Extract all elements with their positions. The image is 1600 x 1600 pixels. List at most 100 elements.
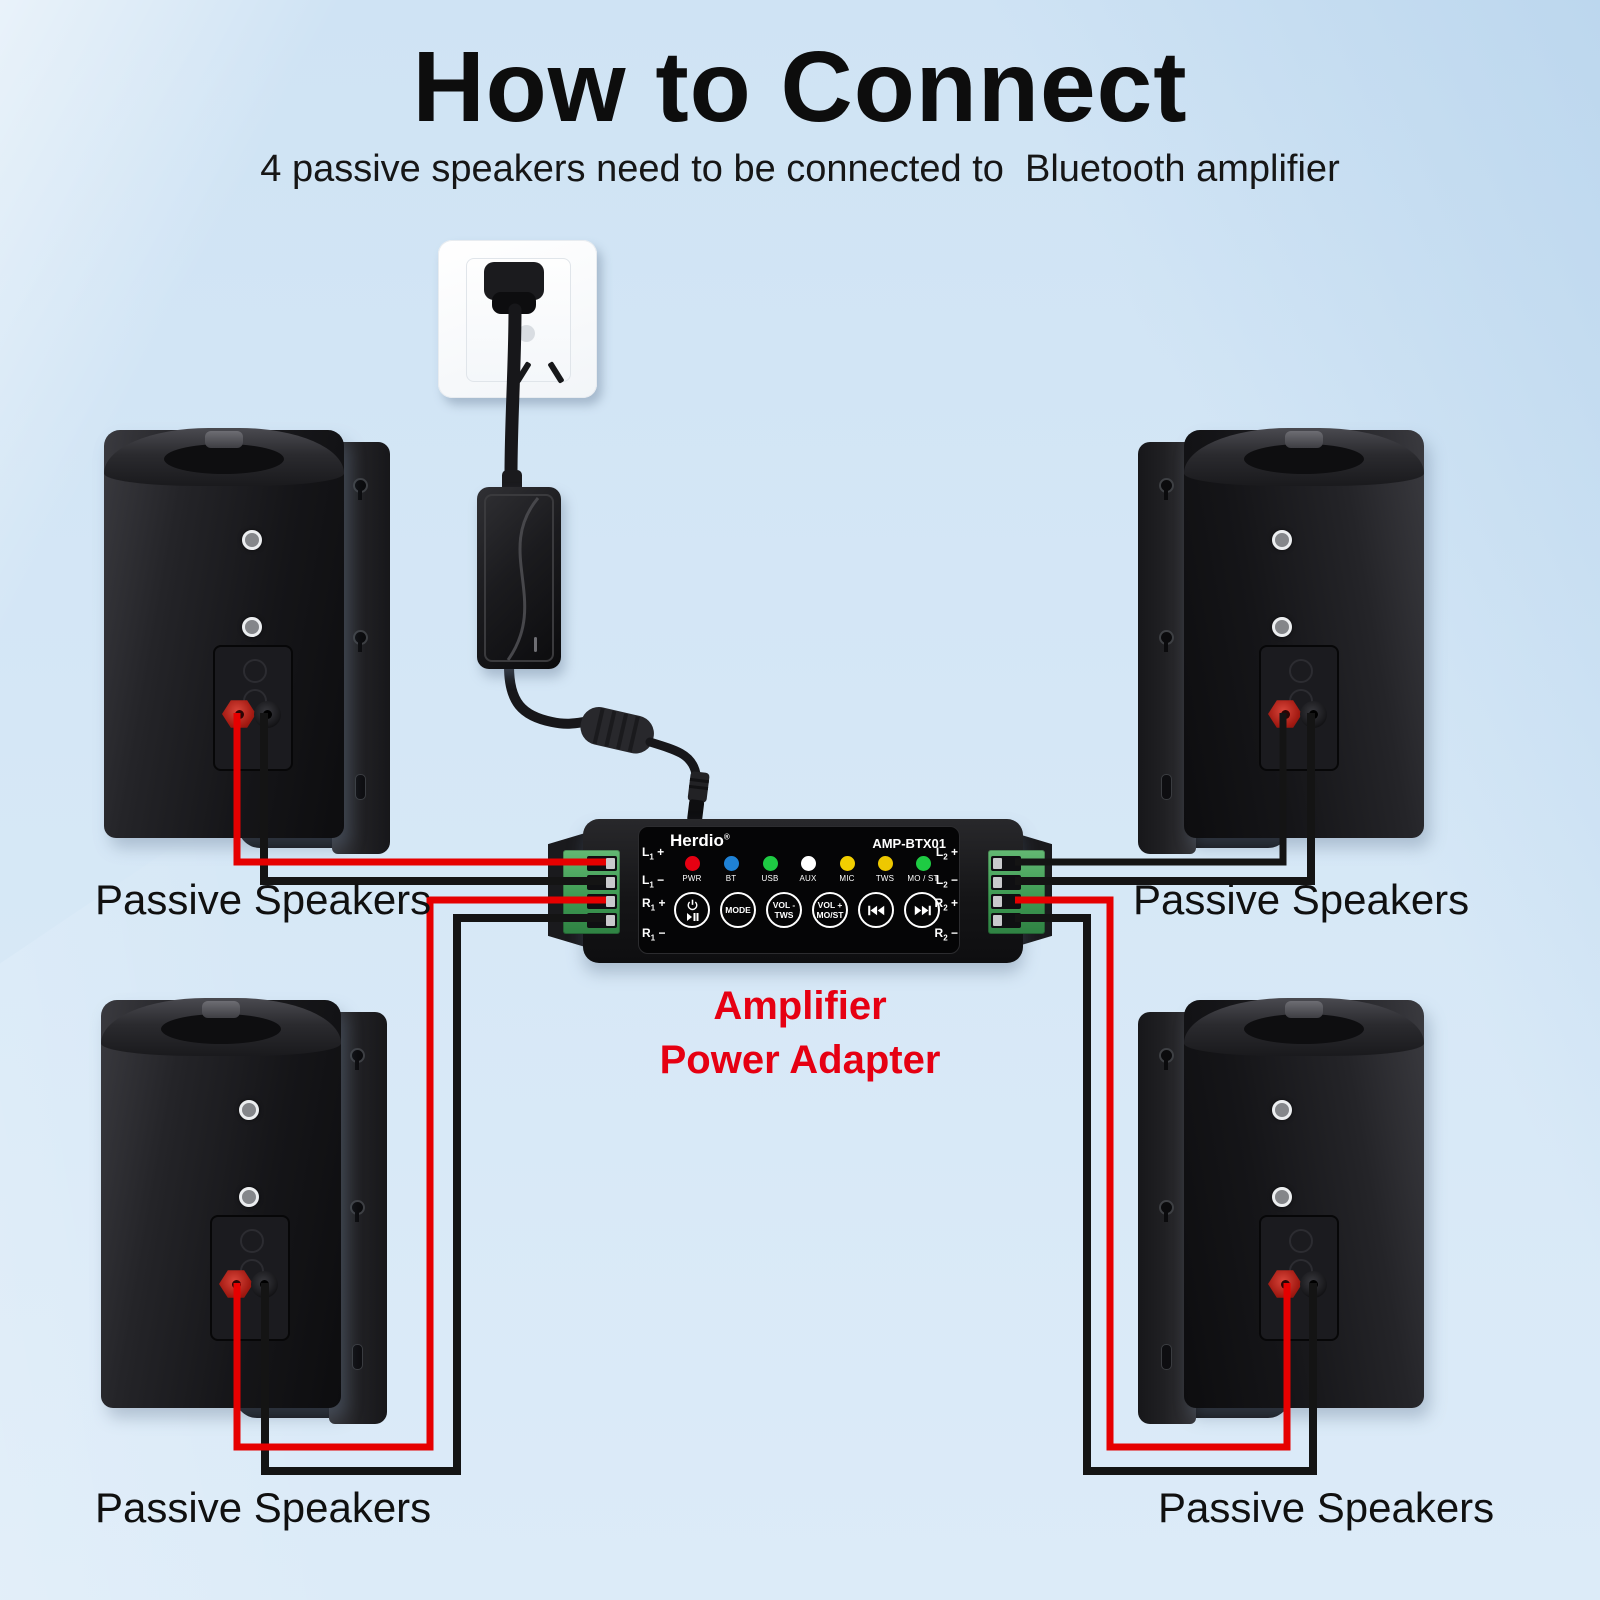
- model-number: AMP-BTX01: [872, 836, 946, 851]
- power-icon: [687, 899, 697, 910]
- adapter-curve-detail: [506, 497, 540, 661]
- terminal-slot-r2-minus: [991, 913, 1021, 928]
- vol-up-mono-stereo-button: VOL +MO/ST: [812, 892, 848, 928]
- screw-icon: [1272, 530, 1292, 550]
- keyhole-slot-icon: [1159, 1200, 1174, 1222]
- led-dot-tws: [877, 856, 893, 871]
- bracket-slot: [1161, 774, 1172, 800]
- led-dot-pwr: [684, 856, 700, 871]
- mode-button: MODE: [720, 892, 756, 928]
- caption-bottom-left: Passive Speakers: [95, 1484, 432, 1531]
- recess-detail: [243, 659, 267, 683]
- wall-outlet: [438, 240, 597, 398]
- previous-track-button: [858, 892, 894, 928]
- led-mic: MIC: [827, 856, 867, 883]
- speaker-back-panel: [1184, 428, 1424, 838]
- terminal-block-right: [988, 850, 1045, 934]
- screw-icon: [242, 617, 262, 637]
- screw-icon: [242, 530, 262, 550]
- terminal-label-l2-plus: L2 +: [935, 845, 958, 862]
- screw-icon: [239, 1100, 259, 1120]
- keyhole-slot-icon: [353, 630, 368, 652]
- led-bt: BT: [711, 856, 751, 883]
- led-pwr: PWR: [672, 856, 712, 883]
- bracket-pivot-knob: [1285, 431, 1323, 448]
- previous-track-icon: [867, 905, 884, 915]
- screw-icon: [1272, 1187, 1292, 1207]
- page-subtitle: 4 passive speakers need to be connected …: [260, 148, 1340, 190]
- speaker-back-panel: [104, 428, 344, 838]
- caption-amplifier: Amplifier: [713, 984, 887, 1028]
- bluetooth-amplifier: Herdio® AMP-BTX01 L1 + L1 − R1 + R1 − L2…: [540, 770, 1060, 970]
- terminal-label-r1-plus: R1 +: [642, 896, 666, 913]
- recess-detail: [240, 1229, 264, 1253]
- led-dot-bt: [723, 856, 739, 871]
- led-dot-aux: [800, 856, 816, 871]
- terminal-slot-l1-plus: [587, 856, 617, 871]
- terminal-recess: [1259, 1215, 1339, 1341]
- play-pause-icon: [686, 912, 698, 921]
- power-adapter-brick: [477, 487, 561, 669]
- terminal-block-left: [563, 850, 620, 934]
- caption-power-adapter: Power Adapter: [659, 1038, 941, 1082]
- recess-detail: [1289, 1229, 1313, 1253]
- terminal-slot-r1-plus: [587, 894, 617, 909]
- next-track-icon: [914, 905, 931, 915]
- vol-down-tws-button: VOL -TWS: [766, 892, 802, 928]
- recess-detail: [1289, 659, 1313, 683]
- terminal-label-r1-minus: R1 −: [642, 926, 666, 943]
- amp-front-panel: [638, 826, 960, 954]
- led-tws: TWS: [865, 856, 905, 883]
- led-aux: AUX: [788, 856, 828, 883]
- terminal-slot-l2-plus: [991, 856, 1021, 871]
- next-track-button: [904, 892, 940, 928]
- outlet-slot-right: [547, 361, 565, 384]
- led-dot-mic: [839, 856, 855, 871]
- caption-top-right: Passive Speakers: [1133, 876, 1470, 923]
- led-mo-st: MO / ST: [903, 856, 943, 883]
- keyhole-slot-icon: [350, 1200, 365, 1222]
- dc-cord-left: [504, 661, 597, 729]
- led-dot-usb: [762, 856, 778, 871]
- bracket-pivot-knob: [202, 1001, 240, 1018]
- bracket-slot: [1161, 1344, 1172, 1370]
- terminal-label-r2-minus: R2 −: [934, 926, 958, 943]
- led-dot-mo-st: [915, 856, 931, 871]
- terminal-recess: [213, 645, 293, 771]
- terminal-slot-l1-minus: [587, 875, 617, 890]
- speaker-terminal-negative: [1300, 1271, 1327, 1298]
- power-play-pause-button: [674, 892, 710, 928]
- terminal-slot-l2-minus: [991, 875, 1021, 890]
- terminal-slot-r1-minus: [587, 913, 617, 928]
- terminal-recess: [1259, 645, 1339, 771]
- speaker-top-cap: [1184, 428, 1424, 486]
- terminal-recess: [210, 1215, 290, 1341]
- outlet-inner-plate: [466, 258, 571, 384]
- caption-top-left: Passive Speakers: [95, 876, 432, 923]
- keyhole-slot-icon: [1159, 630, 1174, 652]
- speaker-top-cap: [104, 428, 344, 486]
- terminal-label-l1-minus: L1 −: [642, 873, 665, 890]
- led-usb: USB: [750, 856, 790, 883]
- terminal-slot-r2-plus: [991, 894, 1021, 909]
- passive-speaker-top-left: [98, 414, 398, 859]
- speaker-terminal-negative: [1300, 701, 1327, 728]
- speaker-terminal-negative: [254, 701, 281, 728]
- ferrite-bead: [580, 707, 654, 754]
- screw-icon: [1272, 617, 1292, 637]
- outlet-slot-left: [514, 361, 532, 384]
- pivot-shadow: [164, 444, 284, 474]
- bracket-slot: [352, 1344, 363, 1370]
- outlet-ground-hole: [518, 325, 535, 342]
- page-title: How to Connect: [412, 31, 1188, 143]
- speaker-terminal-negative: [251, 1271, 278, 1298]
- adapter-led-slit: [534, 637, 537, 652]
- bracket-pivot-knob: [205, 431, 243, 448]
- screw-icon: [239, 1187, 259, 1207]
- pivot-shadow: [1244, 444, 1364, 474]
- power-adapter-face: [484, 494, 554, 662]
- keyhole-slot-icon: [353, 478, 368, 500]
- passive-speaker-top-right: [1130, 414, 1430, 859]
- brand-logo: Herdio®: [670, 831, 730, 850]
